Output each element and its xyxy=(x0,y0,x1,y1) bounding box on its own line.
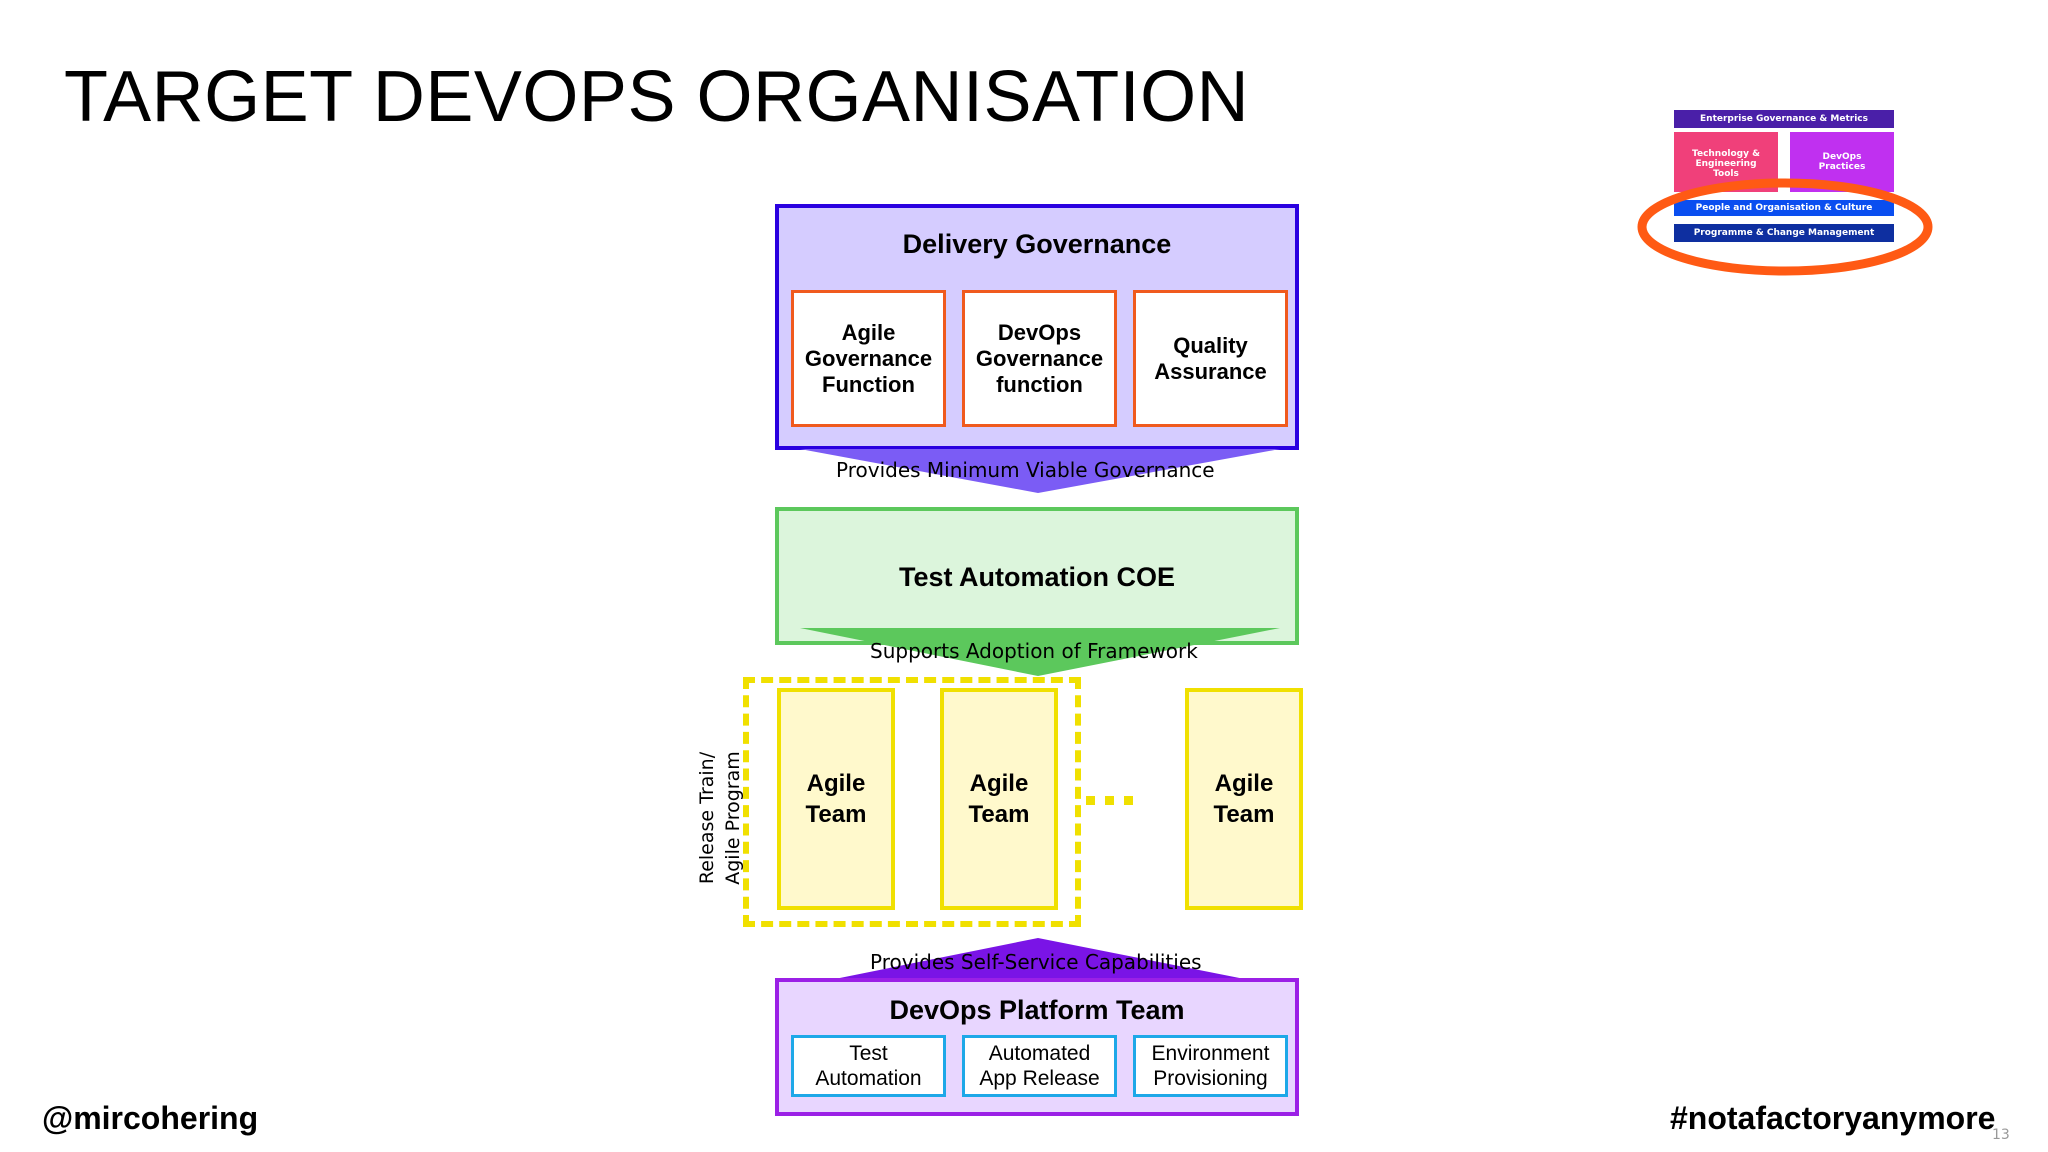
release-train-label: Release Train/ Agile Program xyxy=(696,751,744,885)
quality-assurance: Quality Assurance xyxy=(1133,290,1288,427)
governance-arrow xyxy=(800,449,1280,493)
agile-team-1: Agile Team xyxy=(777,688,895,910)
agile-team-2: Agile Team xyxy=(940,688,1058,910)
mini-people-organisation: People and Organisation & Culture xyxy=(1674,200,1894,216)
delivery-governance-title: Delivery Governance xyxy=(902,228,1172,259)
mini-enterprise-governance: Enterprise Governance & Metrics xyxy=(1674,110,1894,128)
coe-arrow xyxy=(800,628,1280,676)
footer-handle: @mircohering xyxy=(42,1100,259,1136)
platform-arrow-label: Provides Self-Service Capabilities xyxy=(870,950,1202,974)
mini-map: Enterprise Governance & Metrics Technolo… xyxy=(1660,100,1910,250)
automated-app-release-capability: Automated App Release xyxy=(962,1035,1117,1097)
agile-governance-function: Agile Governance Function xyxy=(791,290,946,427)
test-automation-coe-title: Test Automation COE xyxy=(899,561,1175,592)
devops-platform-title: DevOps Platform Team xyxy=(889,994,1185,1025)
test-automation-capability: Test Automation xyxy=(791,1035,946,1097)
devops-governance-function: DevOps Governance function xyxy=(962,290,1117,427)
footer-hashtag: #notafactoryanymore xyxy=(1670,1100,1996,1136)
page-number: 13 xyxy=(1992,1127,2010,1143)
ellipsis-dots xyxy=(1086,796,1136,806)
coe-arrow-label: Supports Adoption of Framework xyxy=(870,639,1198,663)
slide-title: TARGET DEVOPS ORGANISATION xyxy=(64,57,1250,137)
mini-technology-engineering: Technology & Engineering Tools xyxy=(1674,132,1778,192)
highlight-ellipse xyxy=(1637,178,1933,276)
release-train-boundary xyxy=(743,677,1081,927)
environment-provisioning-capability: Environment Provisioning xyxy=(1133,1035,1288,1097)
mini-programme-change: Programme & Change Management xyxy=(1674,224,1894,242)
agile-team-3: Agile Team xyxy=(1185,688,1303,910)
governance-arrow-label: Provides Minimum Viable Governance xyxy=(836,458,1215,482)
platform-arrow xyxy=(800,938,1280,986)
